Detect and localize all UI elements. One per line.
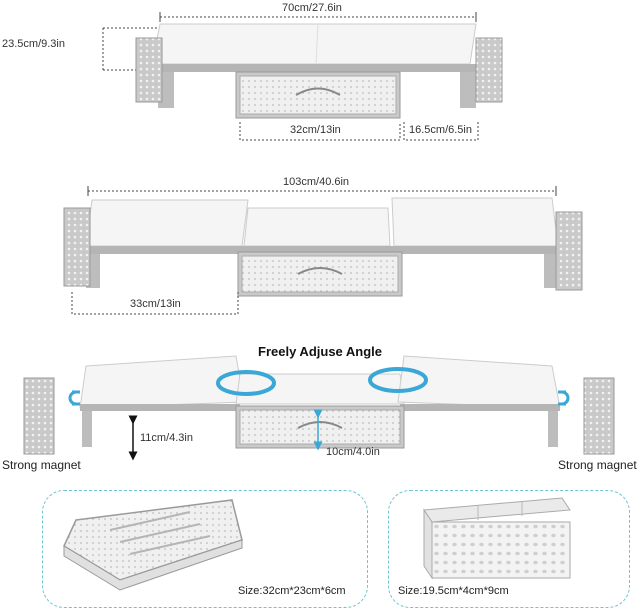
pen-holder-detail [423, 497, 571, 580]
rotate-right-icon [368, 367, 428, 393]
width-label: 70cm/27.6in [282, 2, 342, 14]
pen-holder-right [583, 377, 615, 455]
side-width-label: 16.5cm/6.5in [409, 124, 472, 136]
stand-height-label: 11cm/4.3in [140, 432, 193, 444]
magnet-label-right: Strong magnet [558, 458, 637, 472]
stand-extended [63, 186, 583, 315]
drawer-width-label: 32cm/13in [290, 124, 341, 136]
drawer-size-label: Size:32cm*23cm*6cm [238, 585, 346, 597]
drawer-height-label: 10cm/4.0in [326, 446, 380, 458]
holder-size-label: Size:19.5cm*4cm*9cm [398, 585, 509, 597]
pen-holder-left [23, 377, 55, 455]
angle-title: Freely Adjuse Angle [258, 344, 383, 359]
rotate-left-icon [216, 370, 276, 396]
drawer-detail [63, 499, 243, 591]
stand-angled [23, 355, 615, 461]
depth-label: 23.5cm/9.3in [2, 38, 65, 50]
extended-side-label: 33cm/13in [130, 298, 181, 310]
magnet-icon [558, 390, 570, 406]
magnet-icon [68, 390, 80, 406]
stand-compact [102, 12, 503, 141]
extended-width-label: 103cm/40.6in [283, 176, 350, 188]
magnet-label-left: Strong magnet [2, 458, 81, 472]
